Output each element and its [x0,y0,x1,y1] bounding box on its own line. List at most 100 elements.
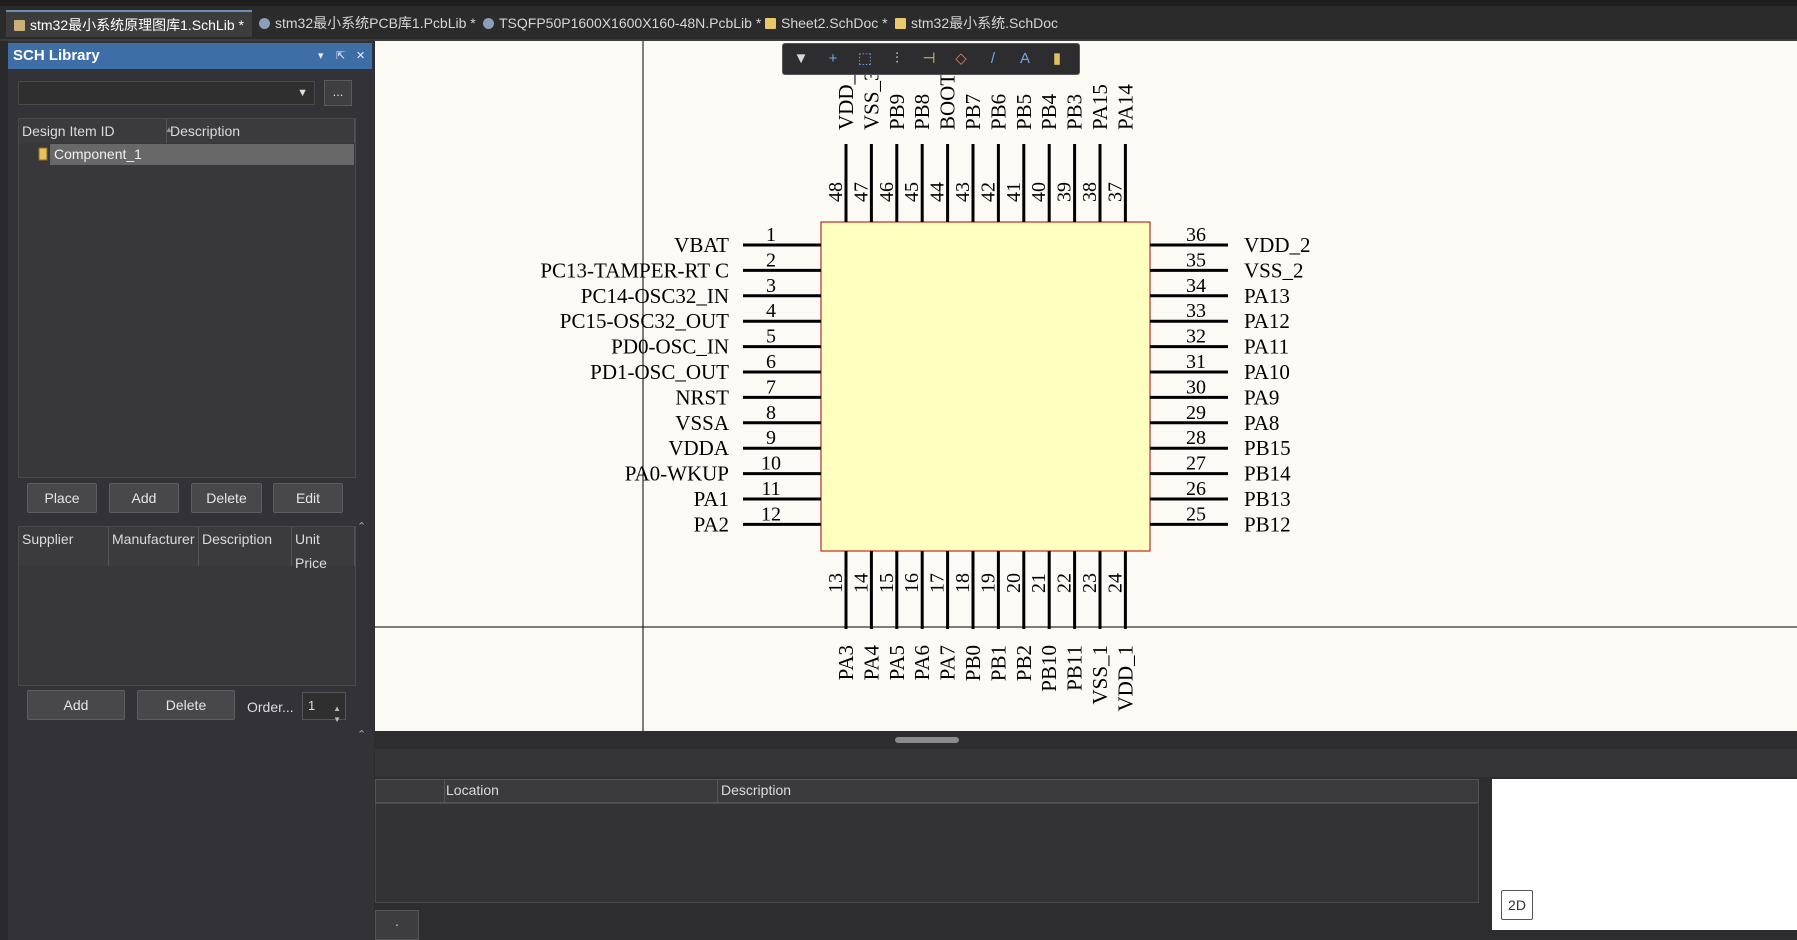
line-icon[interactable]: / [990,50,996,67]
chevron-down-icon: ▼ [297,87,308,99]
pin-name: PC13-TAMPER-RT C [540,258,729,282]
order-stepper[interactable]: 1 ▲ ▼ [302,692,346,724]
pin-number: 22 [1054,573,1076,593]
pin-name: PA12 [1244,309,1290,333]
pin-name: PA15 [1088,84,1112,130]
add-component-button[interactable]: Add [109,483,179,513]
pin-number: 29 [1186,402,1206,424]
column-header-unit-price[interactable]: Unit Price [292,527,355,571]
pin-number: 39 [1054,182,1076,202]
delete-component-button[interactable]: Delete [191,483,262,513]
pin-name: PB7 [961,94,985,130]
component-list[interactable] [18,118,356,478]
edit-component-button[interactable]: Edit [273,483,343,513]
add-supplier-button[interactable]: Add [27,690,125,720]
pin-name: PA1 [694,487,729,511]
collapse-up-icon[interactable]: ⌃ [357,729,367,741]
pin-name: VSS_3 [859,70,883,130]
pcblib-icon [483,18,494,29]
tab-2[interactable]: TSQFP50P1600X1600X160-48N.PcbLib * [475,10,769,37]
pin-number: 46 [876,182,898,202]
text-icon[interactable]: A [1019,50,1030,67]
pin-name: PB0 [961,645,985,681]
panel-pin-icon[interactable]: ⇱ [336,50,346,62]
pin-name: PB12 [1244,512,1291,536]
pin-name: PA9 [1244,385,1279,409]
order-label: Order... [247,699,294,715]
pin-number: 15 [876,573,898,593]
view-mode-2d-button[interactable]: 2D [1501,890,1533,920]
document-tab-bar [0,0,1797,41]
align-icon[interactable]: ⫶ [895,50,899,67]
pin-number: 20 [1003,573,1025,593]
bottom-panel-tab[interactable]: . [375,910,419,940]
pin-name: PA0-WKUP [625,462,729,486]
pin-number: 32 [1186,326,1206,348]
browse-button[interactable]: ... [324,80,352,106]
pin-name: PB6 [986,94,1010,130]
tab-0[interactable]: stm32最小系统原理图库1.SchLib * [6,10,252,37]
panel-close-icon[interactable]: ✕ [356,50,366,62]
component-list-item[interactable]: Component_1 [50,144,354,165]
pin-name: PD1-OSC_OUT [590,360,729,384]
column-header-message-description[interactable]: Description [721,782,792,798]
pin-number: 9 [766,427,776,449]
column-header-manufacturer[interactable]: Manufacturer [109,527,199,566]
pin-name: PD0-OSC_IN [611,335,729,359]
pin-name: VBAT [674,233,729,257]
column-header-design-item-id[interactable]: Design Item ID [19,119,167,143]
pin-number: 18 [952,573,974,593]
place-pin-icon[interactable]: ⊣ [922,50,936,67]
select-rect-icon[interactable]: ⬚ [857,50,873,67]
library-filter-dropdown[interactable]: ▼ [18,81,315,105]
tab-label: TSQFP50P1600X1600X160-48N.PcbLib * [499,15,762,31]
pin-name: VDDA [668,436,729,460]
pin-name: PA6 [910,645,934,680]
pin-name: VSS_2 [1244,258,1304,282]
tab-4[interactable]: stm32最小系统.SchDoc [887,10,1066,37]
column-header-description[interactable]: Description [167,119,355,143]
pin-number: 13 [825,573,847,593]
pin-number: 42 [977,182,999,202]
panel-menu-icon[interactable]: ▾ [318,50,324,62]
pin-number: 8 [766,402,776,424]
bottom-panel-strip [375,749,1797,777]
collapse-up-icon[interactable]: ⌃ [357,521,367,533]
place-button[interactable]: Place [27,483,97,513]
pin-name: PB14 [1244,462,1291,486]
eraser-icon[interactable]: ◇ [955,50,967,67]
active-bar-toolbar: ▼ + ⬚ ⫶ ⊣ ◇ / A ▮ [782,43,1080,75]
part-icon[interactable]: ▮ [1052,50,1062,67]
pin-name: PA8 [1244,411,1279,435]
column-header-location[interactable]: Location [446,782,499,798]
schlib-icon [14,20,25,31]
messages-list[interactable] [375,803,1479,903]
pin-number: 35 [1186,249,1206,271]
column-divider [444,780,445,802]
pin-number: 45 [901,182,923,202]
pin-number: 14 [850,573,872,593]
tab-1[interactable]: stm32最小系统PCB库1.PcbLib * [251,10,484,37]
pin-number: 38 [1079,182,1101,202]
column-header-supplier-description[interactable]: Description [199,527,292,566]
component-preview[interactable] [1492,779,1797,930]
panel-splitter[interactable] [375,731,1797,749]
stepper-up-icon[interactable]: ▲ [333,704,341,713]
delete-supplier-button[interactable]: Delete [137,690,235,720]
crosshair-icon[interactable]: + [828,50,838,67]
splitter-grip[interactable] [895,737,959,743]
pin-number: 3 [766,275,776,297]
pin-number: 5 [766,326,776,348]
tab-3[interactable]: Sheet2.SchDoc * [757,10,896,37]
pin-number: 19 [977,573,999,593]
stepper-down-icon[interactable]: ▼ [333,715,341,724]
pin-number: 24 [1104,573,1126,593]
messages-header: Location Description [375,779,1479,803]
pin-number: 40 [1028,182,1050,202]
filter-icon[interactable]: ▼ [793,50,809,67]
panel-title: SCH Library ▾ ⇱ ✕ [8,43,372,69]
pin-name: PB5 [1012,94,1036,130]
column-header-supplier[interactable]: Supplier [19,527,109,566]
